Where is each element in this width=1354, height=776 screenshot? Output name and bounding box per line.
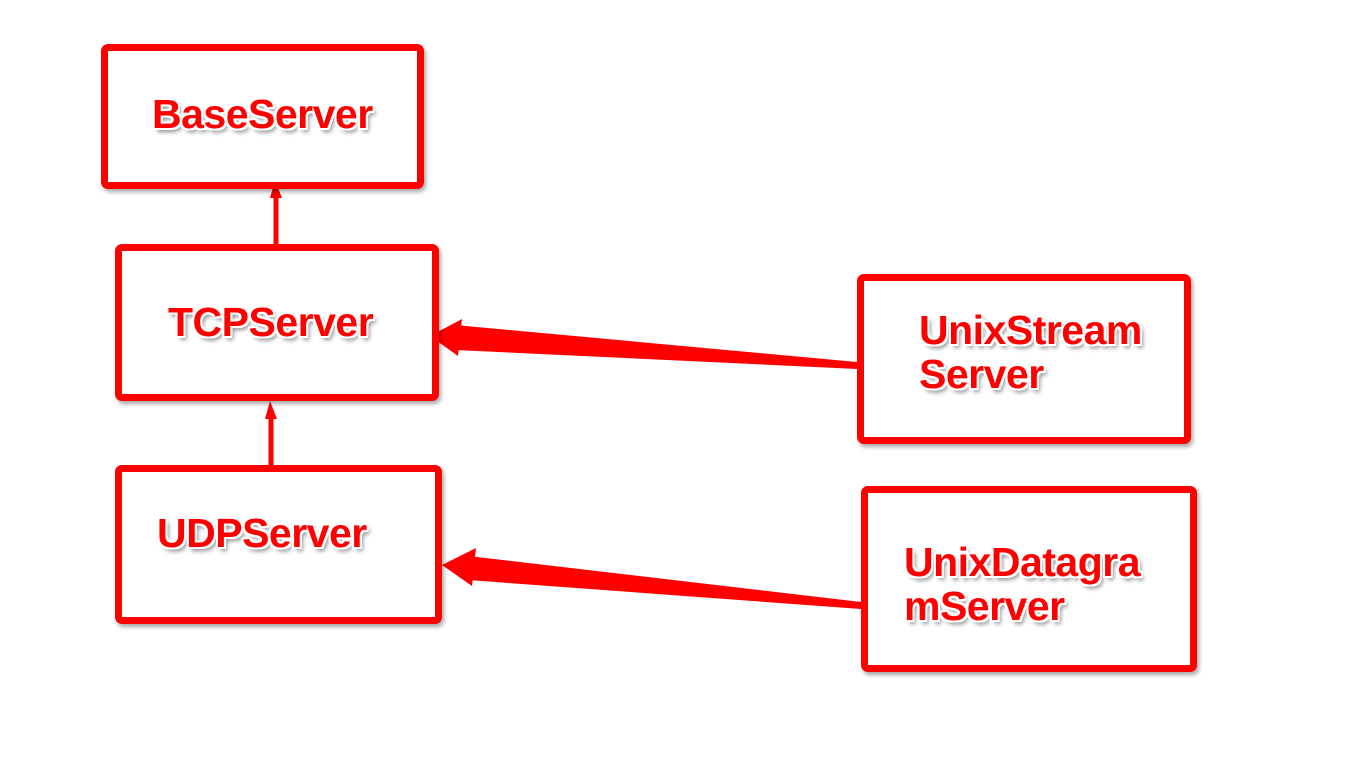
node-unix-stream-server: UnixStream Server <box>857 274 1191 444</box>
node-label-unix-datagram-server: UnixDatagra mServer <box>904 539 1141 629</box>
node-base-server: BaseServer <box>101 44 424 189</box>
arrow-unixstream-to-tcp-shaft <box>455 325 857 369</box>
node-label-tcp-server: TCPServer <box>168 299 374 345</box>
arrow-unixdatagram-to-udp-shaft <box>468 556 861 609</box>
node-udp-server: UDPServer <box>115 465 442 624</box>
node-label-unix-stream-server: UnixStream Server <box>919 307 1142 397</box>
arrow-tcp-to-base-head <box>270 180 282 198</box>
node-label-base-server: BaseServer <box>152 91 373 137</box>
node-unix-datagram-server: UnixDatagra mServer <box>861 486 1197 672</box>
node-label-udp-server: UDPServer <box>157 510 367 556</box>
arrow-unixstream-to-tcp-head <box>430 319 462 356</box>
node-tcp-server: TCPServer <box>115 244 439 401</box>
arrow-udp-to-tcp-head <box>265 401 277 419</box>
arrow-unixdatagram-to-udp-head <box>442 548 476 586</box>
